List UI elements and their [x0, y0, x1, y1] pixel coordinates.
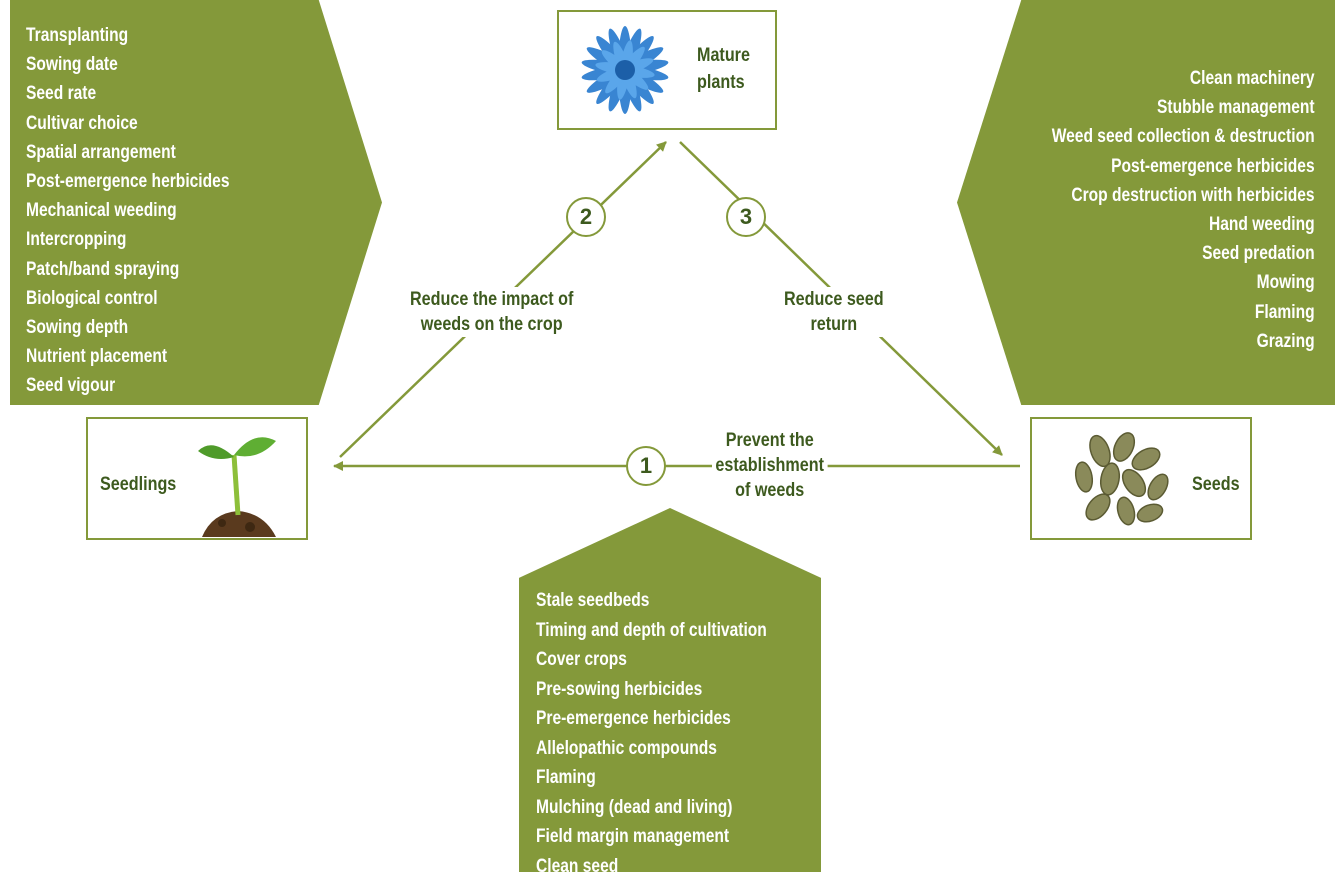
left-method-item: Post-emergence herbicides [26, 167, 229, 196]
right-method-item: Post-emergence herbicides [1052, 152, 1315, 181]
pumpkin-seeds-icon [1060, 429, 1180, 529]
left-method-item: Sowing depth [26, 313, 229, 342]
mature-plants-box: Mature plants [557, 10, 777, 130]
bottom-method-item: Mulching (dead and living) [536, 793, 767, 823]
left-method-item: Seed vigour [26, 371, 229, 400]
action-3-line1: Reduce seed [784, 287, 884, 312]
bottom-method-item: Timing and depth of cultivation [536, 616, 767, 646]
action-1-line3: of weeds [715, 478, 824, 503]
action-1-text: Prevent the establishment of weeds [712, 428, 827, 503]
action-3-text: Reduce seed return [784, 287, 884, 337]
mature-label-line2: plants [697, 69, 750, 96]
right-method-item: Seed predation [1052, 239, 1315, 268]
bottom-method-item: Allelopathic compounds [536, 734, 767, 764]
bottom-method-item: Clean seed [536, 852, 767, 881]
left-method-item: Spatial arrangement [26, 138, 229, 167]
seeds-box: Seeds [1030, 417, 1252, 540]
left-method-item: Nutrient placement [26, 342, 229, 371]
step-3-number: 3 [740, 204, 752, 230]
step-3-badge: 3 [726, 197, 766, 237]
seeds-label: Seeds [1192, 471, 1240, 498]
left-method-item: Mechanical weeding [26, 196, 229, 225]
action-2-line2: weeds on the crop [410, 312, 573, 337]
right-method-item: Weed seed collection & destruction [1052, 122, 1315, 151]
seedlings-box: Seedlings [86, 417, 308, 540]
right-method-item: Grazing [1052, 327, 1315, 356]
bottom-method-item: Field margin management [536, 822, 767, 852]
left-method-item: Transplanting [26, 21, 229, 50]
bottom-method-item: Pre-emergence herbicides [536, 704, 767, 734]
step-1-badge: 1 [626, 446, 666, 486]
left-method-item: Sowing date [26, 50, 229, 79]
left-method-item: Seed rate [26, 79, 229, 108]
left-method-item: Cultivar choice [26, 109, 229, 138]
bottom-method-item: Flaming [536, 763, 767, 793]
action-2-line1: Reduce the impact of [410, 287, 573, 312]
right-method-item: Flaming [1052, 298, 1315, 327]
step-1-number: 1 [640, 453, 652, 479]
action-1-line2: establishment [715, 453, 824, 478]
right-method-item: Stubble management [1052, 93, 1315, 122]
left-method-item: Patch/band spraying [26, 255, 229, 284]
left-method-item: Intercropping [26, 225, 229, 254]
step-2-number: 2 [580, 204, 592, 230]
left-method-item: Biological control [26, 284, 229, 313]
flower-icon [567, 14, 683, 126]
right-method-item: Hand weeding [1052, 210, 1315, 239]
mature-label-line1: Mature [697, 42, 750, 69]
right-method-item: Mowing [1052, 268, 1315, 297]
right-method-item: Clean machinery [1052, 64, 1315, 93]
seedlings-label: Seedlings [100, 471, 176, 498]
seedling-icon [192, 425, 284, 537]
bottom-method-item: Cover crops [536, 645, 767, 675]
bottom-method-item: Stale seedbeds [536, 586, 767, 616]
action-1-line1: Prevent the [715, 428, 824, 453]
step-2-badge: 2 [566, 197, 606, 237]
action-3-line2: return [784, 312, 884, 337]
right-method-item: Crop destruction with herbicides [1052, 181, 1315, 210]
action-2-text: Reduce the impact of weeds on the crop [410, 287, 573, 337]
bottom-method-item: Pre-sowing herbicides [536, 675, 767, 705]
